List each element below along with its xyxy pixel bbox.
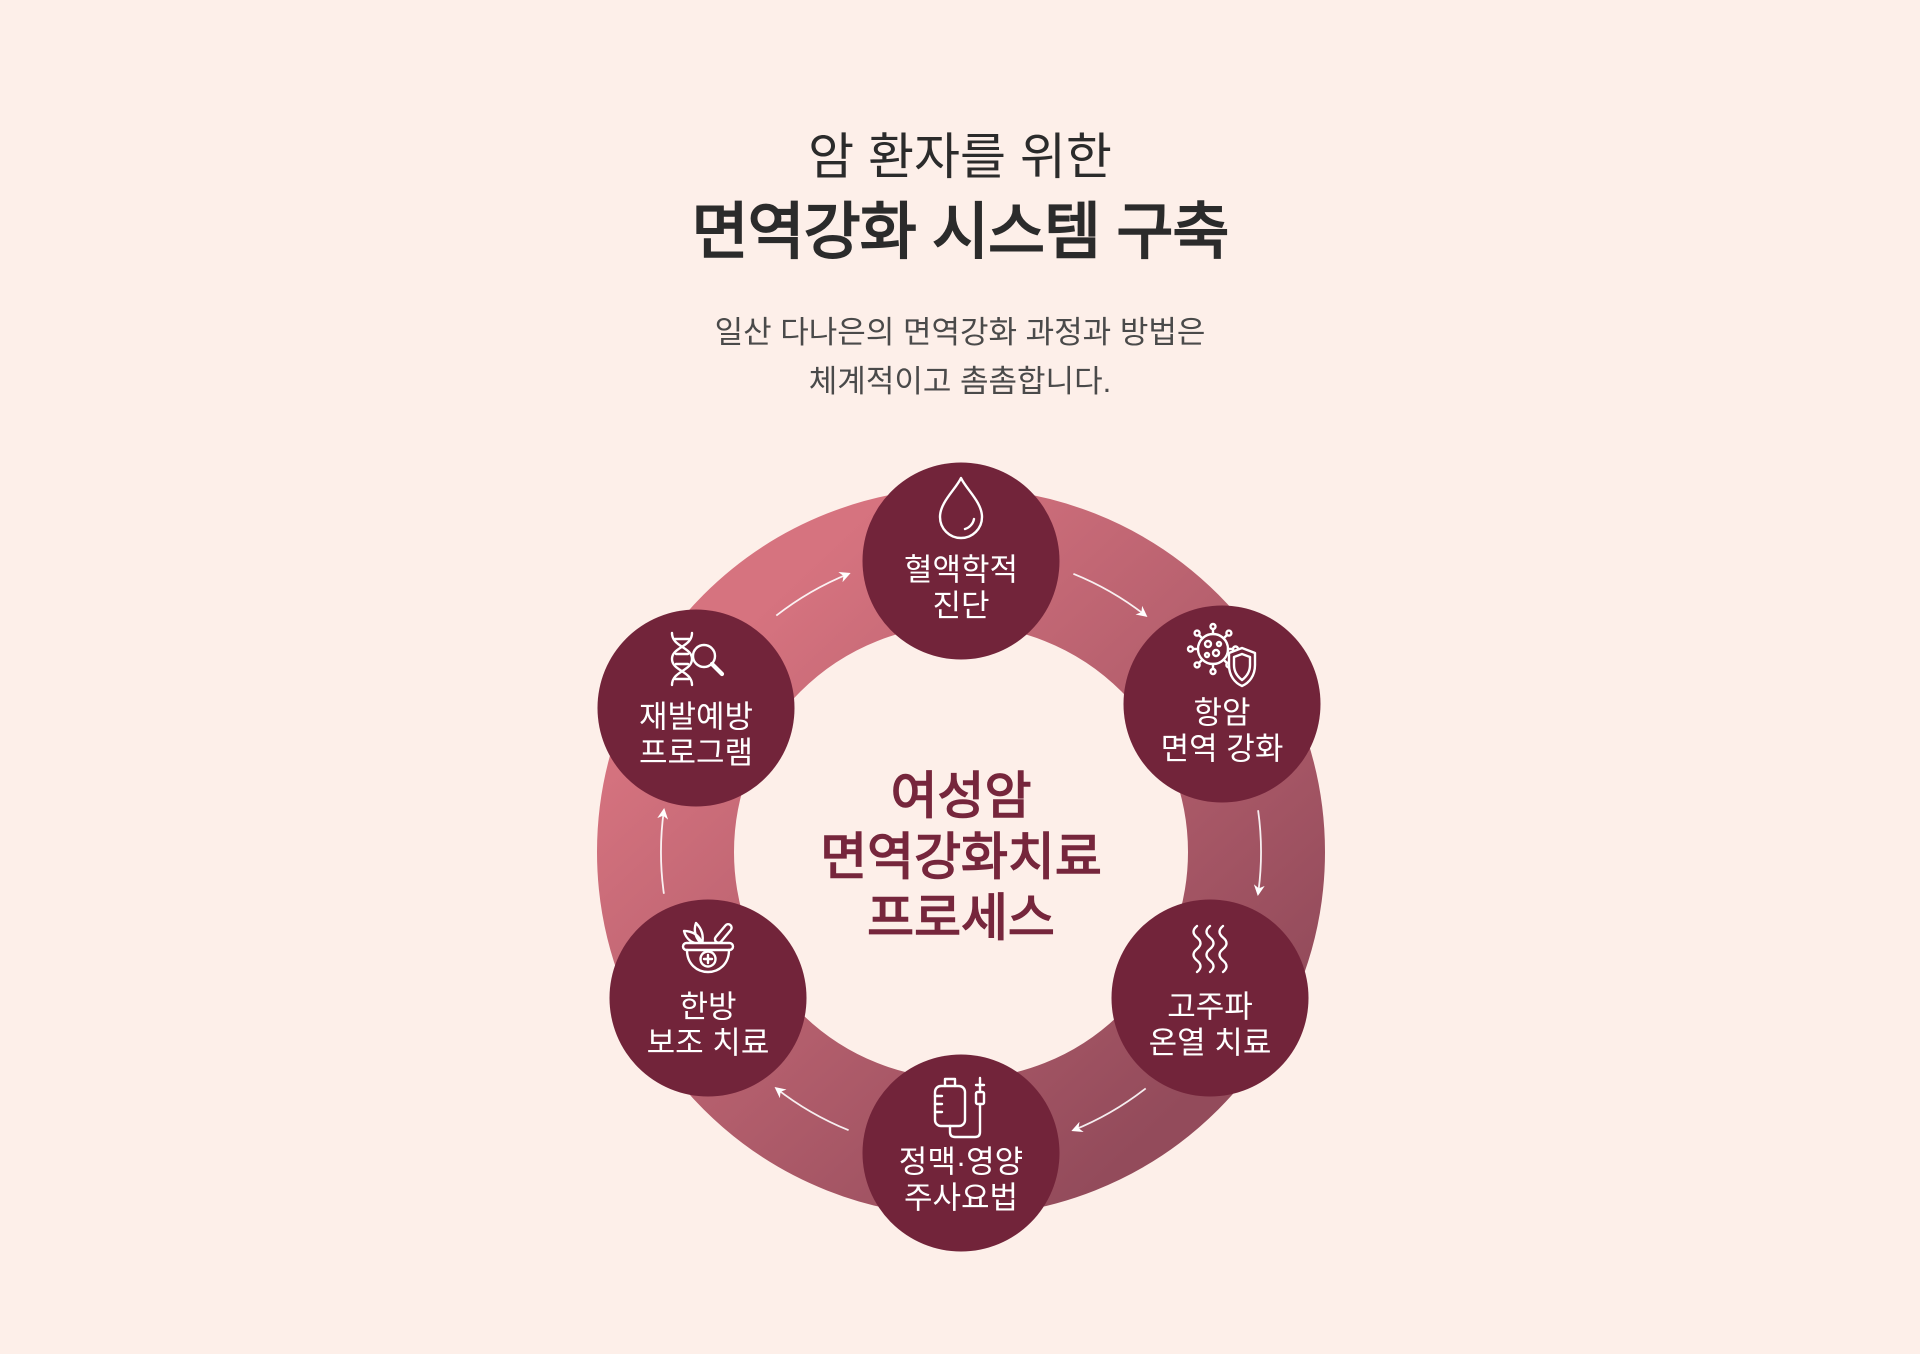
step-label-line-2: 면역 강화 [1161,732,1284,767]
step-anticancer-immunity: 항암 면역 강화 [1123,605,1321,803]
flow-arrow-5-to-6 [657,808,669,894]
center-title-line-3: 프로세스 [867,890,1055,947]
step-circle [597,609,795,807]
step-label-line-2: 프로그램 [639,736,753,771]
flow-arrow-4-to-5 [774,1087,849,1132]
description-line-1: 일산 다나은의 면역강화 과정과 방법은 [714,315,1206,350]
step-circle [862,1054,1060,1252]
step-label-line-2: 온열 치료 [1149,1026,1272,1061]
step-hyperthermia: 고주파 온열 치료 [1111,899,1309,1097]
title-line-2: 면역강화 시스템 구축 [691,198,1230,267]
step-label-line-2: 진단 [932,589,989,624]
step-label-line-1: 항암 [1193,696,1250,731]
dna-magnifier-icon [670,631,725,687]
flow-arrow-3-to-4 [1071,1087,1147,1132]
flow-arrow-1-to-2 [1073,572,1148,617]
herbal-mortar-icon [681,921,735,974]
heat-waves-icon [1192,924,1228,974]
step-label-line-1: 정맥·영양 [899,1145,1023,1180]
step-label-line-2: 보조 치료 [647,1026,770,1061]
step-label-line-1: 고주파 [1167,990,1253,1025]
description-line-2: 체계적이고 촘촘합니다. [808,364,1112,399]
step-circle [1123,605,1321,803]
step-circle [1111,899,1309,1097]
blood-drop-icon [938,476,984,540]
center-title-line-2: 면역강화치료 [820,829,1102,886]
step-iv-nutrition: 정맥·영양 주사요법 [862,1054,1060,1252]
flow-arrow-2-to-3 [1253,810,1265,896]
step-label-line-1: 혈액학적 [904,553,1018,588]
step-blood-diagnosis: 혈액학적 진단 [862,462,1060,660]
virus-shield-icon [1186,622,1257,688]
step-herbal-support: 한방 보조 치료 [609,899,807,1097]
step-label-line-1: 한방 [679,990,736,1025]
step-circle [609,899,807,1097]
title-line-1: 암 환자를 위한 [808,129,1112,185]
flow-arrow-6-to-1 [775,572,851,617]
step-label-line-1: 재발예방 [639,700,753,735]
step-circle [862,462,1060,660]
iv-bag-icon [933,1076,986,1139]
step-label-line-2: 주사요법 [904,1181,1018,1216]
step-recurrence-prevention: 재발예방 프로그램 [597,609,795,807]
center-title-line-1: 여성암 [891,768,1032,825]
